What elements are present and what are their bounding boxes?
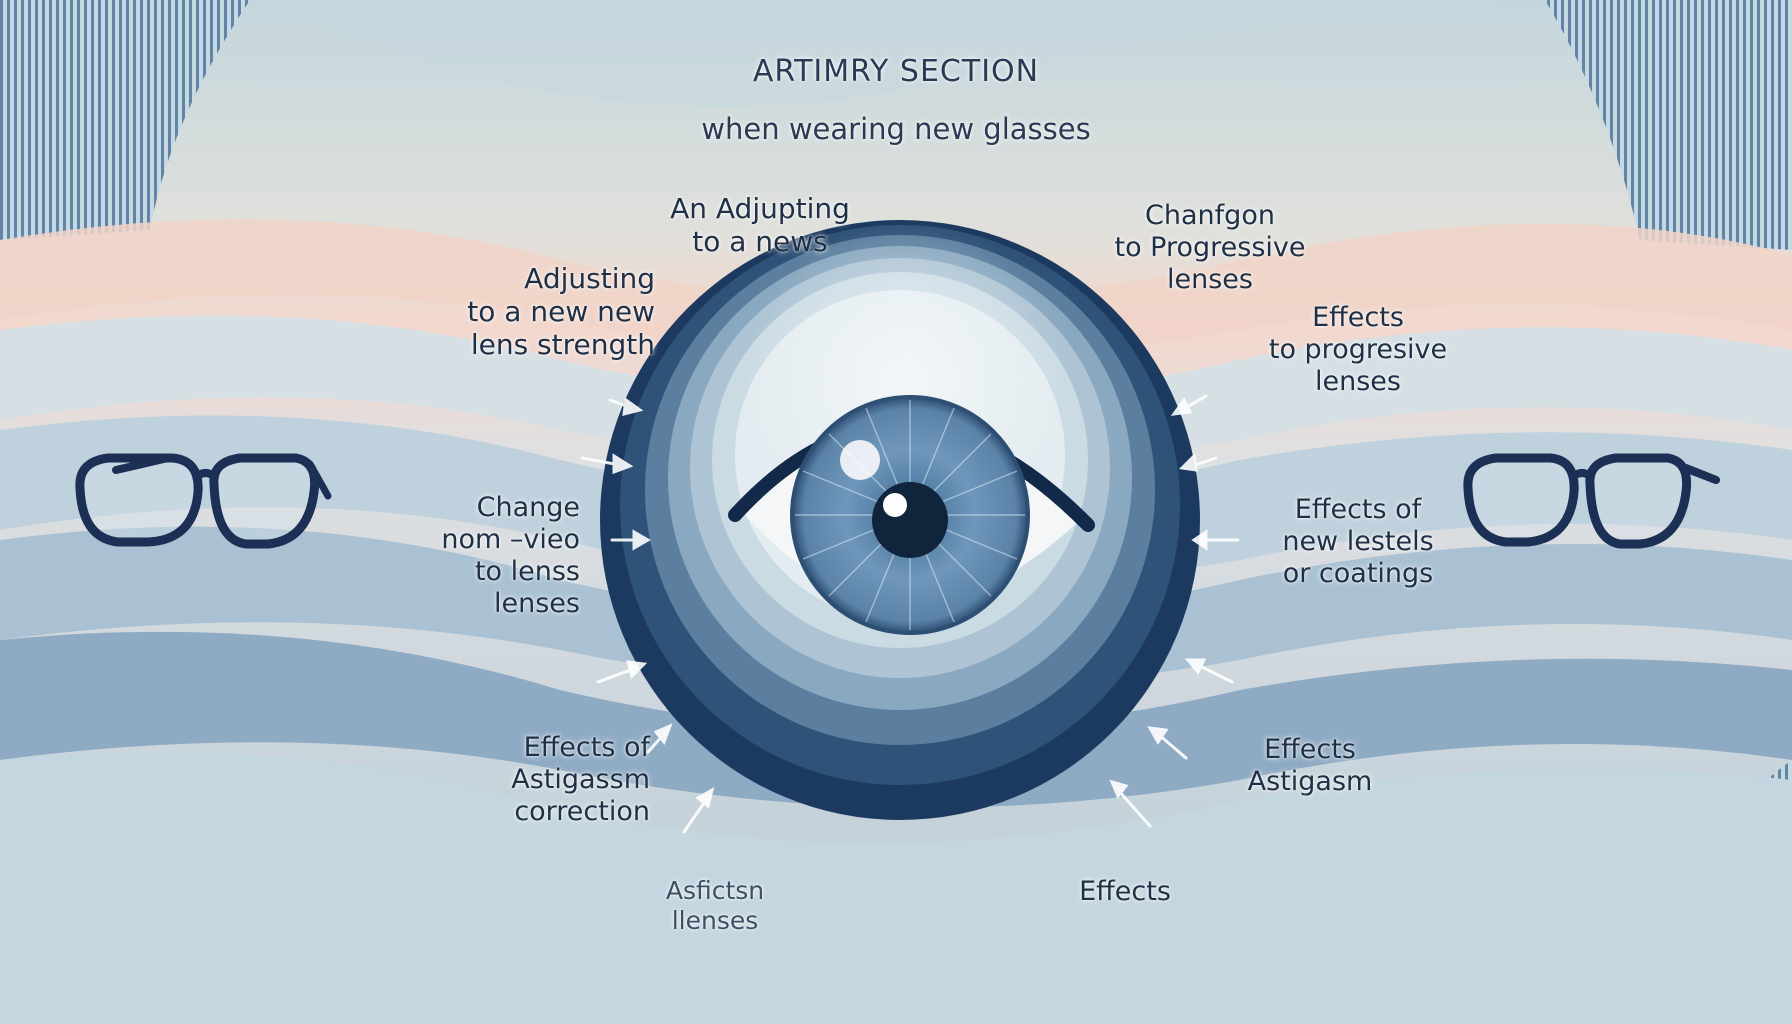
arrow-right-1 (1170, 394, 1208, 416)
label-left-3: Effects of Astigassm correction (380, 732, 650, 828)
arrow-left-4 (596, 660, 648, 684)
label-line: Astigassm (511, 763, 650, 795)
label-line: An Adjupting (670, 192, 850, 225)
label-line: Change (476, 492, 580, 523)
label-line: new lestels (1282, 525, 1434, 557)
label-line: Effects (1312, 302, 1404, 333)
label-line: lenses (1315, 365, 1401, 397)
arrow-left-1 (608, 397, 644, 416)
label-line: llenses (671, 905, 759, 935)
label-line: to a news (692, 225, 828, 259)
arrow-left-6 (682, 786, 715, 834)
label-right-4: Effects Astigasm (1210, 734, 1410, 798)
label-right-3: Effects of new lestels or coatings (1228, 494, 1488, 590)
arrow-right-4 (1184, 658, 1234, 684)
label-line: Asfictsn (665, 876, 765, 905)
label-line: Adjusting (524, 262, 655, 295)
page-title: ARTIMRY SECTION (646, 54, 1146, 89)
label-left-2: Change nom –vieo to lenss lenses (340, 492, 580, 619)
label-line: correction (514, 795, 650, 827)
label-line: nom –vieo (441, 523, 580, 555)
label-line: to Progressive (1114, 231, 1306, 263)
glasses-left-temple-bar (112, 454, 172, 474)
arrow-right-6 (1109, 779, 1152, 828)
label-right-1: Chanfgon to Progressive lenses (1070, 200, 1350, 296)
top-haze (250, 0, 1545, 108)
label-line: or coatings (1282, 557, 1434, 589)
arrows (580, 394, 1240, 834)
label-right-2: Effects to progresive lenses (1218, 302, 1498, 398)
label-line: Astigasm (1247, 765, 1373, 797)
glasses-left-icon (75, 453, 332, 549)
arrow-left-5 (646, 723, 673, 754)
label-line: to lenss (474, 555, 580, 587)
glasses-right-icon (1463, 453, 1720, 549)
label-bottom-center: Asfictsn llenses (600, 876, 830, 935)
eye-icon (728, 395, 1095, 635)
label-line: lenses (1167, 263, 1253, 295)
page-title-text: ARTIMRY SECTION (752, 54, 1040, 89)
arrow-right-5 (1147, 726, 1188, 760)
label-bottom-right: Effects (1050, 876, 1200, 908)
label-line: Effects (1264, 734, 1356, 765)
arrow-right-3 (1191, 529, 1240, 551)
label-line: Effects of (523, 732, 650, 763)
label-top-center: An Adjupting to a news (610, 192, 910, 258)
label-left-1: Adjusting to a new new lens strength (340, 262, 655, 361)
label-line: to a new new (467, 295, 655, 329)
arrow-left-3 (610, 529, 652, 551)
page-subtitle-text: when wearing new glasses (701, 112, 1091, 146)
arrow-right-2 (1178, 452, 1218, 472)
label-line: Effects (1079, 876, 1171, 907)
arrow-left-2 (580, 453, 634, 475)
label-line: Chanfgon (1145, 200, 1275, 231)
page-subtitle: when wearing new glasses (646, 112, 1146, 146)
label-line: Effects of (1294, 494, 1422, 525)
label-line: lens strength (470, 328, 655, 362)
glasses-right-temple-bar (1686, 466, 1720, 484)
label-line: to progresive (1268, 333, 1448, 365)
label-line: lenses (494, 587, 580, 619)
